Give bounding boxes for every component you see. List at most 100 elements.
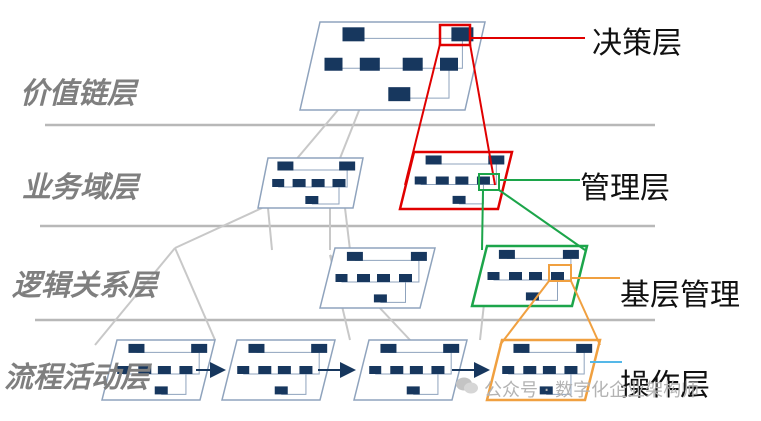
panel-process-3-node-4 (390, 366, 404, 374)
panel-business-domain-1-wiring (278, 169, 348, 205)
panel-value-chain-node-7 (388, 87, 411, 102)
panel-process-1-node-5 (157, 366, 171, 374)
panel-process-4-node-1 (513, 343, 530, 353)
panel-value-chain-node-4 (359, 57, 380, 71)
panel-business-domain-2-node-6 (476, 176, 490, 185)
panel-logical-2-node-2 (562, 249, 579, 259)
panel-process-3-node-1 (380, 343, 397, 353)
panel-value-chain (299, 21, 486, 111)
panel-process-4 (485, 338, 602, 402)
panel-process-1-node-1 (128, 343, 145, 353)
panel-value-chain-node-5 (402, 57, 423, 71)
panel-process-4-wiring (508, 351, 585, 395)
panel-logical-1-node-6 (399, 274, 412, 282)
panel-process-1-node-6 (179, 366, 193, 374)
panel-logical-1-node-1 (346, 251, 363, 261)
grassroots-highlight (548, 264, 572, 282)
panel-process-2-node-7 (274, 386, 288, 395)
layer-label-business-domain: 业务域层 (22, 170, 139, 204)
panel-process-4-node-5 (542, 366, 556, 374)
panel-process-4-node-4 (523, 366, 537, 374)
panel-value-chain-wiring (333, 37, 463, 99)
panel-process-3-node-3 (369, 366, 382, 374)
panel-logical-1 (319, 247, 436, 309)
panel-process-4-node-3 (502, 366, 515, 374)
grassroots-link-right (570, 280, 601, 346)
panel-logical-1-node-7 (373, 294, 387, 303)
panel-business-domain-1-node-7 (305, 196, 319, 204)
panel-logical-2-node-6 (551, 272, 564, 280)
layer-connector-6 (344, 207, 351, 251)
decision-highlight (438, 23, 472, 47)
callout-label-operation: 操作层 (620, 368, 710, 403)
panel-process-2-node-1 (248, 343, 265, 353)
panel-logical-2-node-7 (525, 292, 539, 301)
layer-connector-7 (94, 247, 176, 346)
panel-logical-1-node-3 (335, 274, 348, 282)
panel-business-domain-1-node-2 (339, 161, 356, 171)
panel-business-domain-2-node-5 (455, 176, 469, 185)
panel-process-1 (101, 339, 216, 401)
panel-process-1-wiring (123, 351, 200, 395)
panel-logical-1-wiring (341, 259, 420, 303)
panel-logical-2 (470, 244, 589, 308)
callout-label-decision: 决策层 (592, 26, 682, 61)
callout-label-management: 管理层 (580, 171, 670, 206)
panel-process-1-node-3 (117, 366, 130, 374)
panel-business-domain-1-node-6 (332, 179, 346, 187)
panel-process-1-node-7 (154, 386, 168, 395)
panel-process-3 (353, 339, 468, 401)
panel-business-domain-2-node-1 (425, 155, 442, 165)
panel-business-domain-2-wiring (420, 163, 497, 205)
panel-value-chain-node-2 (451, 27, 474, 42)
decision-link-left (404, 43, 441, 186)
panel-process-4-node-7 (539, 386, 553, 395)
management-link-left (481, 189, 484, 251)
panel-logical-2-node-1 (498, 249, 515, 259)
grassroots-link-left (499, 280, 550, 346)
panel-process-3-wiring (375, 351, 452, 395)
panel-business-domain-2-node-3 (414, 176, 427, 185)
panel-logical-2-node-3 (487, 272, 500, 280)
panel-process-2-node-6 (299, 366, 313, 374)
panel-business-domain-2-node-7 (452, 195, 466, 204)
panel-process-4-node-2 (576, 343, 593, 353)
layer-connector-4 (267, 207, 273, 251)
panel-process-1-node-2 (191, 343, 208, 353)
panel-business-domain-1 (257, 157, 364, 209)
wechat-icon (456, 377, 478, 394)
panel-business-domain-2-node-2 (488, 155, 505, 165)
panel-process-4-node-6 (564, 366, 578, 374)
panel-logical-1-node-5 (377, 274, 390, 282)
panel-process-3-node-2 (443, 343, 460, 353)
panel-logical-2-node-4 (509, 272, 522, 280)
decision-link-right (469, 43, 496, 186)
layer-label-logical-relation: 逻辑关系层 (12, 268, 158, 302)
management-highlight (478, 173, 500, 191)
layer-label-value-chain: 价值链层 (20, 76, 137, 110)
layer-connector-3 (174, 207, 263, 249)
panel-business-domain-2 (398, 150, 514, 211)
panel-business-domain-1-node-1 (277, 161, 294, 171)
panel-business-domain-2-node-4 (435, 176, 449, 185)
panel-logical-2-node-5 (529, 272, 542, 280)
panel-process-3-node-7 (406, 386, 420, 395)
panel-process-2-node-3 (237, 366, 250, 374)
panel-logical-1-node-2 (410, 251, 427, 261)
panel-logical-1-node-4 (357, 274, 370, 282)
panel-value-chain-node-3 (324, 57, 343, 71)
management-link-right (498, 189, 586, 251)
panel-process-2-node-4 (258, 366, 272, 374)
panel-business-domain-1-node-3 (272, 179, 285, 187)
panel-business-domain-1-node-5 (311, 179, 325, 187)
layer-label-process-activity: 流程活动层 (4, 360, 150, 394)
panel-process-2 (221, 339, 336, 401)
panel-process-2-node-5 (277, 366, 291, 374)
panel-process-1-node-4 (138, 366, 152, 374)
panel-value-chain-node-6 (440, 57, 458, 71)
layer-connector-8 (174, 247, 216, 341)
panel-value-chain-node-1 (342, 27, 365, 42)
panel-process-3-node-5 (409, 366, 423, 374)
